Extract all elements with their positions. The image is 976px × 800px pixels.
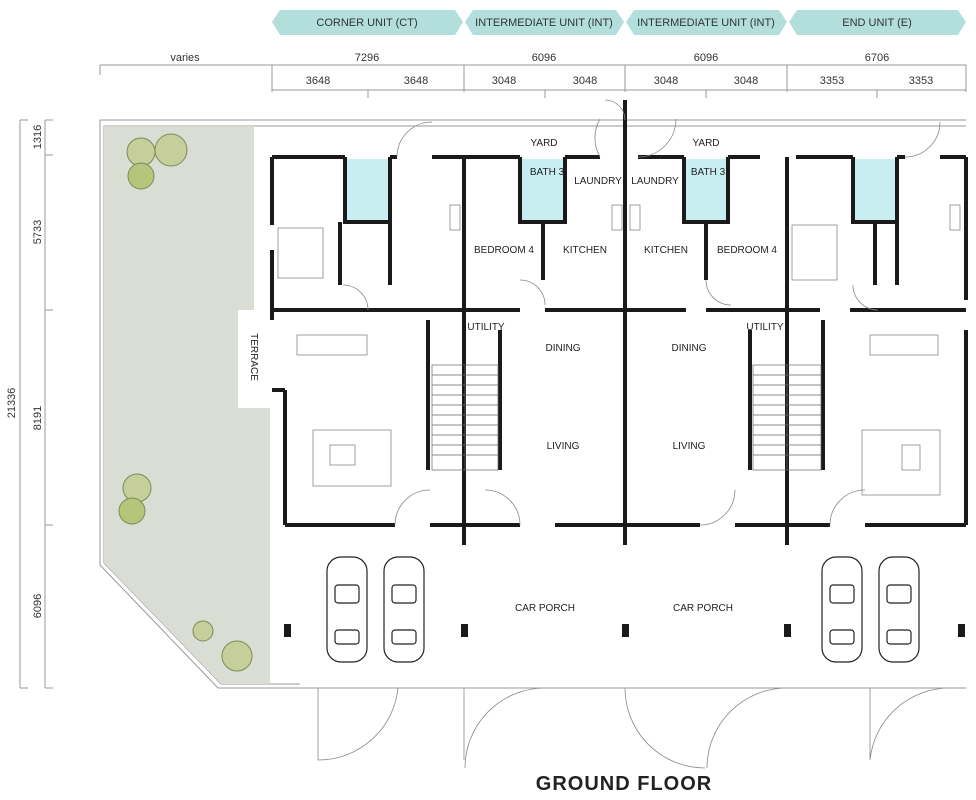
sub-dim: 3353: [820, 75, 844, 87]
dim-depth-segment: 5733: [32, 220, 44, 244]
tag-intermediate-unit-1-label: INTERMEDIATE UNIT (INT): [475, 17, 613, 29]
label-bedroom4: BEDROOM 4: [474, 245, 534, 256]
sub-dim: 3353: [909, 75, 933, 87]
dim-total-depth: 21336: [6, 388, 18, 419]
sub-dim: 3048: [492, 75, 516, 87]
sub-dim: 3048: [654, 75, 678, 87]
label-living: LIVING: [673, 441, 706, 452]
left-dimension-line: 21336 1316 5733 8191 6096: [6, 119, 53, 689]
dim-varies: varies: [170, 52, 200, 64]
walls: [270, 100, 968, 545]
tag-intermediate-unit-2-label: INTERMEDIATE UNIT (INT): [637, 17, 775, 29]
label-kitchen: KITCHEN: [644, 245, 688, 256]
dim-end-width: 6706: [865, 52, 889, 64]
columns: [284, 624, 965, 637]
tree-icons: [118, 133, 253, 672]
label-bedroom4: BEDROOM 4: [717, 245, 777, 256]
label-bath3: BATH 3: [530, 167, 565, 178]
dim-int1-width: 6096: [532, 52, 556, 64]
tag-corner-unit: [272, 10, 463, 35]
tag-end-unit-label: END UNIT (E): [842, 17, 911, 29]
label-kitchen: KITCHEN: [563, 245, 607, 256]
label-yard: YARD: [530, 138, 557, 149]
floor-title: GROUND FLOOR: [536, 773, 712, 795]
label-laundry: LAUNDRY: [631, 176, 679, 187]
doors: [317, 99, 951, 769]
furniture: [277, 204, 961, 496]
site-boundary: [99, 119, 966, 689]
dim-int2-width: 6096: [694, 52, 718, 64]
label-car-porch: CAR PORCH: [515, 603, 575, 614]
room-labels: TERRACE YARD YARD BATH 3 BATH 3 LAUNDRY …: [248, 138, 784, 614]
label-bath3: BATH 3: [691, 167, 726, 178]
label-dining: DINING: [672, 343, 707, 354]
label-yard: YARD: [692, 138, 719, 149]
sub-dim: 3648: [404, 75, 428, 87]
top-dimension-line: varies 7296 6096 6096 6706 3648 3648 304…: [99, 52, 967, 98]
dim-depth-segment: 1316: [32, 125, 44, 149]
tag-corner-unit-label: CORNER UNIT (CT): [316, 17, 417, 29]
label-utility: UTILITY: [467, 322, 505, 333]
tag-end-unit: [789, 10, 966, 35]
sub-dim: 3048: [573, 75, 597, 87]
staircase: [431, 364, 822, 471]
label-living: LIVING: [547, 441, 580, 452]
dim-corner-width: 7296: [355, 52, 379, 64]
unit-tags: CORNER UNIT (CT) INTERMEDIATE UNIT (INT)…: [272, 10, 966, 35]
garden-area: [104, 126, 270, 684]
tag-intermediate-unit-2: [626, 10, 787, 35]
sub-dim: 3048: [734, 75, 758, 87]
label-terrace: TERRACE: [248, 333, 259, 381]
dim-depth-segment: 8191: [32, 406, 44, 430]
tag-intermediate-unit-1: [465, 10, 624, 35]
label-dining: DINING: [546, 343, 581, 354]
label-car-porch: CAR PORCH: [673, 603, 733, 614]
car-icons: [326, 556, 920, 663]
dim-depth-segment: 6096: [32, 594, 44, 618]
label-utility: UTILITY: [746, 322, 784, 333]
label-laundry: LAUNDRY: [574, 176, 622, 187]
bathrooms: [347, 159, 895, 220]
sub-dim: 3648: [306, 75, 330, 87]
